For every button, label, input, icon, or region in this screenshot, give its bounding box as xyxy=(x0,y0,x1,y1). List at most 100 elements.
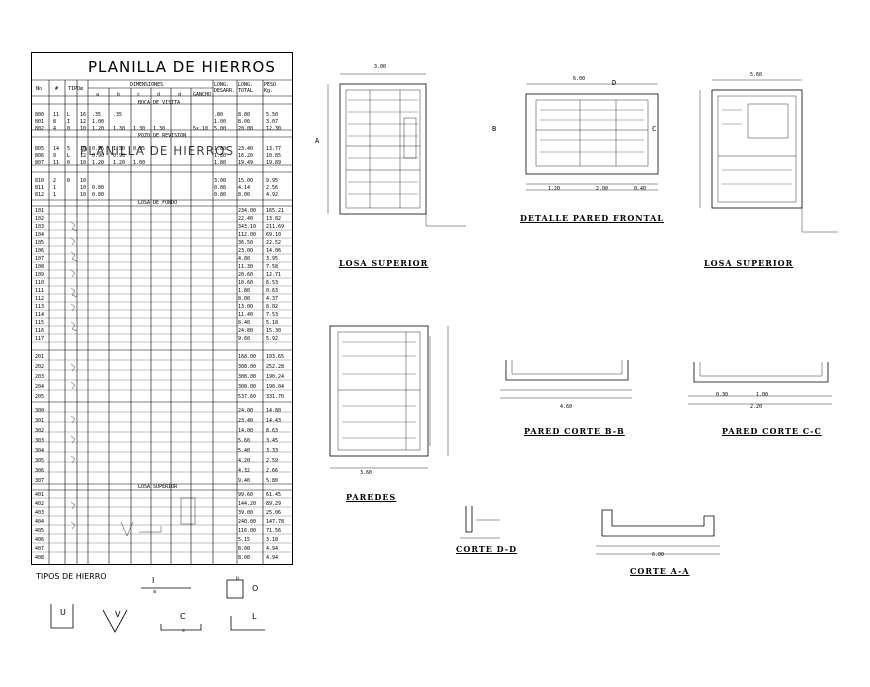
schedule-cell: 190.24 xyxy=(266,374,285,380)
schedule-cell: 12 xyxy=(80,119,87,125)
schedule-cell: 13.82 xyxy=(266,216,282,222)
schedule-cell: 5.00 xyxy=(214,126,227,132)
col-no: No xyxy=(36,86,43,92)
structural-drawings xyxy=(327,73,838,555)
schedule-cell: 190.04 xyxy=(266,384,285,390)
schedule-cell: 4 xyxy=(53,126,57,132)
schedule-cell: 0.63 xyxy=(266,288,279,294)
schedule-cell: 105 xyxy=(35,240,45,246)
type-o-label: O xyxy=(252,584,259,593)
schedule-cell: 0.90 xyxy=(113,153,126,159)
schedule-cell: 240.00 xyxy=(238,519,257,525)
caption-losa-superior-1: LOSA SUPERIOR xyxy=(339,258,429,268)
col-type: TIPO xyxy=(68,86,81,92)
schedule-cell: 115 xyxy=(35,320,45,326)
schedule-cell: 303 xyxy=(35,438,45,444)
schedule-cell: 0.80 xyxy=(214,185,227,191)
schedule-cell: 9.40 xyxy=(238,478,251,484)
schedule-ghost-title: PLANILLA DE HIERROS xyxy=(80,144,235,158)
schedule-cell: 112 xyxy=(35,296,45,302)
schedule-cell: 3.95 xyxy=(266,256,279,262)
schedule-cell: 300 xyxy=(35,408,45,414)
type-c-label: C xyxy=(180,612,186,621)
schedule-cell: 1.80 xyxy=(214,153,227,159)
schedule-cell: 39.00 xyxy=(238,510,254,516)
schedule-cell: 405 xyxy=(35,528,45,534)
schedule-cell: 5 xyxy=(67,146,71,152)
schedule-cell: 306 xyxy=(35,468,45,474)
dim-d2: d xyxy=(178,92,182,98)
schedule-cell: 116 xyxy=(35,328,45,334)
schedule-cell: 8.40 xyxy=(238,320,251,326)
schedule-title: PLANILLA DE HIERROS xyxy=(88,58,276,76)
schedule-cell: 4.14 xyxy=(238,185,251,191)
schedule-cell: 810 xyxy=(35,178,45,184)
schedule-cell: 3.18 xyxy=(266,537,279,543)
section-d-marker: D xyxy=(612,79,617,87)
rebar-types-diagram xyxy=(50,579,265,633)
dim-bb-width: 4.60 xyxy=(560,404,573,410)
schedule-cell: 5.80 xyxy=(266,478,279,484)
schedule-cell: 116.00 xyxy=(238,528,257,534)
schedule-cell: 801 xyxy=(35,119,45,125)
schedule-cell: 7.58 xyxy=(266,264,279,270)
schedule-cell: 9.60 xyxy=(238,336,251,342)
schedule-cell: 807 xyxy=(35,160,45,166)
schedule-cell: 12.71 xyxy=(266,272,282,278)
schedule-cell: 61.45 xyxy=(266,492,282,498)
schedule-cell: 11 xyxy=(53,112,60,118)
schedule-cell: 111 xyxy=(35,288,45,294)
dim-cc-a: 0.30 xyxy=(716,392,729,398)
type-l-label: L xyxy=(252,612,257,621)
schedule-cell: 1 xyxy=(53,185,57,191)
schedule-cell: 24.80 xyxy=(238,328,254,334)
schedule-cell: 8 xyxy=(53,119,57,125)
schedule-cell: 304 xyxy=(35,448,45,454)
schedule-cell: 8.80 xyxy=(238,112,251,118)
dim-d: d xyxy=(157,92,161,98)
schedule-cell: 0.95 xyxy=(133,146,146,152)
schedule-cell: 104 xyxy=(35,232,45,238)
schedule-cell: 20.60 xyxy=(238,272,254,278)
dim-cc-b: 1.00 xyxy=(756,392,769,398)
schedule-cell: 234.00 xyxy=(238,208,257,214)
dim-gancho: GANCHO xyxy=(193,92,212,98)
dim-c: c xyxy=(137,92,141,98)
schedule-cell: 24.00 xyxy=(238,408,254,414)
schedule-cell: 5.18 xyxy=(266,320,279,326)
schedule-cell: 20.00 xyxy=(238,126,254,132)
schedule-cell: 147.78 xyxy=(266,519,285,525)
schedule-cell: 110 xyxy=(35,280,45,286)
schedule-cell: 1.30 xyxy=(153,126,166,132)
schedule-cell: 2.56 xyxy=(266,185,279,191)
schedule-cell: 404 xyxy=(35,519,45,525)
schedule-cell: 0.95 xyxy=(92,146,105,152)
schedule-cell: 12.30 xyxy=(266,126,282,132)
schedule-cell: 802 xyxy=(35,126,45,132)
rebar-schedule-table xyxy=(31,52,293,565)
schedule-cell: 3.45 xyxy=(266,438,279,444)
schedule-cell: 0.80 xyxy=(214,192,227,198)
caption-corte-aa: CORTE A-A xyxy=(630,566,690,576)
caption-paredes: PAREDES xyxy=(346,492,397,502)
schedule-cell: 0 xyxy=(67,126,71,132)
schedule-cell: 107 xyxy=(35,256,45,262)
schedule-cell: 113 xyxy=(35,304,45,310)
schedule-cell: 252.28 xyxy=(266,364,285,370)
schedule-cell: 5.40 xyxy=(238,448,251,454)
schedule-cell: 0 xyxy=(67,160,71,166)
schedule-cell: 103 xyxy=(35,224,45,230)
schedule-cell: L xyxy=(67,112,71,118)
schedule-cell: 22.40 xyxy=(238,216,254,222)
schedule-cell: 403 xyxy=(35,510,45,516)
schedule-cell: 12 xyxy=(80,153,87,159)
type-c-dim: c xyxy=(182,628,186,634)
schedule-cell: 10 xyxy=(80,185,87,191)
schedule-cell: 10 xyxy=(80,160,87,166)
schedule-cell: 106 xyxy=(35,248,45,254)
schedule-cell: 117 xyxy=(35,336,45,342)
dim-detalle-width: 6.00 xyxy=(573,76,586,82)
schedule-cell: 109 xyxy=(35,272,45,278)
schedule-cell: 14.43 xyxy=(266,418,282,424)
schedule-cell: 7.53 xyxy=(266,312,279,318)
